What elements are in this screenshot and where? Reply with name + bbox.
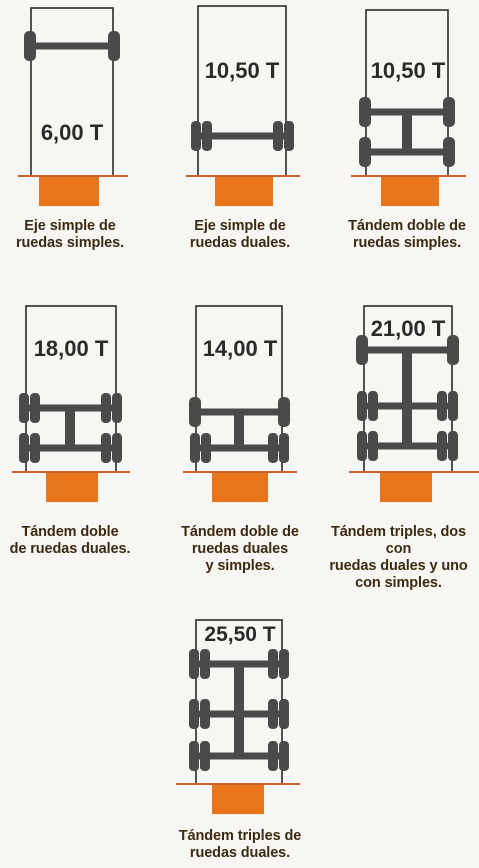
tandem-beam bbox=[402, 112, 412, 152]
wheel bbox=[191, 121, 201, 151]
caption-tandem-triples-dos-duales-uno-simples: Tándem triples, dos con ruedas duales y … bbox=[329, 524, 468, 591]
wheel bbox=[273, 121, 283, 151]
wheel bbox=[200, 741, 210, 771]
caption-eje-simple-ruedas-simples: Eje simple de ruedas simples. bbox=[15, 218, 125, 251]
wheel bbox=[359, 137, 371, 167]
wheel bbox=[24, 31, 36, 61]
wheel bbox=[202, 121, 212, 151]
load-pad bbox=[380, 472, 432, 502]
load-pad bbox=[46, 472, 98, 502]
wheel bbox=[368, 431, 378, 461]
axle bbox=[198, 408, 281, 416]
axle bbox=[197, 710, 281, 718]
wheel bbox=[278, 397, 290, 427]
wheel bbox=[201, 433, 211, 463]
wheel bbox=[356, 335, 368, 365]
wheel bbox=[279, 649, 289, 679]
wheel bbox=[443, 97, 455, 127]
axle bbox=[197, 752, 281, 760]
tandem-beam bbox=[65, 408, 75, 448]
caption-tandem-triples-ruedas-duales: Tándem triples de ruedas duales. bbox=[178, 828, 302, 861]
load-label: 25,50 T bbox=[204, 623, 275, 646]
axle bbox=[368, 148, 446, 156]
load-label: 21,00 T bbox=[371, 316, 446, 341]
axle bbox=[33, 42, 111, 50]
wheel bbox=[189, 699, 199, 729]
wheel bbox=[19, 393, 29, 423]
wheel bbox=[279, 699, 289, 729]
caption-tandem-doble-duales-y-simples: Tándem doble de ruedas duales y simples. bbox=[181, 524, 299, 574]
tandem-beam bbox=[234, 412, 244, 448]
wheel bbox=[448, 431, 458, 461]
wheel bbox=[268, 433, 278, 463]
wheel bbox=[30, 393, 40, 423]
wheel bbox=[189, 649, 199, 679]
wheel bbox=[368, 391, 378, 421]
wheel bbox=[357, 431, 367, 461]
axle bbox=[365, 402, 450, 410]
wheel bbox=[189, 741, 199, 771]
wheel bbox=[279, 433, 289, 463]
wheel bbox=[437, 391, 447, 421]
diagram-tandem-triples-dos-duales-uno-simples: 21,00 T bbox=[349, 305, 479, 502]
wheel bbox=[112, 433, 122, 463]
wheel bbox=[189, 397, 201, 427]
diagram-tandem-doble-ruedas-simples: 10,50 T bbox=[351, 9, 466, 206]
load-pad bbox=[212, 784, 264, 814]
axle bbox=[199, 132, 286, 140]
wheel bbox=[359, 97, 371, 127]
axle bbox=[365, 346, 450, 354]
wheel bbox=[279, 741, 289, 771]
load-label: 10,50 T bbox=[205, 58, 280, 83]
axle bbox=[27, 404, 114, 412]
diagram-tandem-doble-ruedas-duales: 18,00 T bbox=[12, 305, 130, 502]
load-label: 18,00 T bbox=[34, 336, 109, 361]
wheel bbox=[200, 649, 210, 679]
wheel bbox=[101, 393, 111, 423]
wheel bbox=[200, 699, 210, 729]
caption-tandem-doble-ruedas-simples: Tándem doble de ruedas simples. bbox=[348, 218, 466, 251]
wheel bbox=[443, 137, 455, 167]
load-label: 6,00 T bbox=[41, 120, 104, 145]
load-label: 14,00 T bbox=[203, 336, 278, 361]
wheel bbox=[437, 431, 447, 461]
wheel bbox=[268, 741, 278, 771]
wheel bbox=[30, 433, 40, 463]
wheel bbox=[190, 433, 200, 463]
diagram-eje-simple-ruedas-simples: 6,00 T bbox=[18, 7, 128, 206]
diagram-eje-simple-ruedas-duales: 10,50 T bbox=[186, 5, 300, 206]
truck-frame bbox=[30, 7, 114, 177]
wheel bbox=[448, 391, 458, 421]
axle bbox=[365, 442, 450, 450]
truck-frame bbox=[197, 5, 287, 177]
tandem-beam bbox=[402, 350, 412, 446]
axle bbox=[27, 444, 114, 452]
wheel bbox=[112, 393, 122, 423]
axle bbox=[368, 108, 446, 116]
wheel bbox=[19, 433, 29, 463]
wheel bbox=[268, 649, 278, 679]
tandem-beam bbox=[234, 664, 244, 756]
wheel bbox=[108, 31, 120, 61]
wheel bbox=[268, 699, 278, 729]
load-pad bbox=[212, 472, 268, 502]
load-pad bbox=[381, 176, 439, 206]
diagram-tandem-doble-duales-y-simples: 14,00 T bbox=[183, 305, 297, 502]
load-pad bbox=[215, 176, 273, 206]
wheel bbox=[101, 433, 111, 463]
wheel bbox=[357, 391, 367, 421]
axle bbox=[197, 660, 281, 668]
load-pad bbox=[39, 176, 99, 206]
caption-tandem-doble-ruedas-duales: Tándem doble de ruedas duales. bbox=[9, 524, 131, 557]
load-label: 10,50 T bbox=[371, 58, 446, 83]
axle bbox=[198, 444, 281, 452]
wheel bbox=[447, 335, 459, 365]
wheel bbox=[284, 121, 294, 151]
diagram-tandem-triples-ruedas-duales: 25,50 T bbox=[176, 619, 300, 814]
caption-eje-simple-ruedas-duales: Eje simple de ruedas duales. bbox=[189, 218, 291, 251]
